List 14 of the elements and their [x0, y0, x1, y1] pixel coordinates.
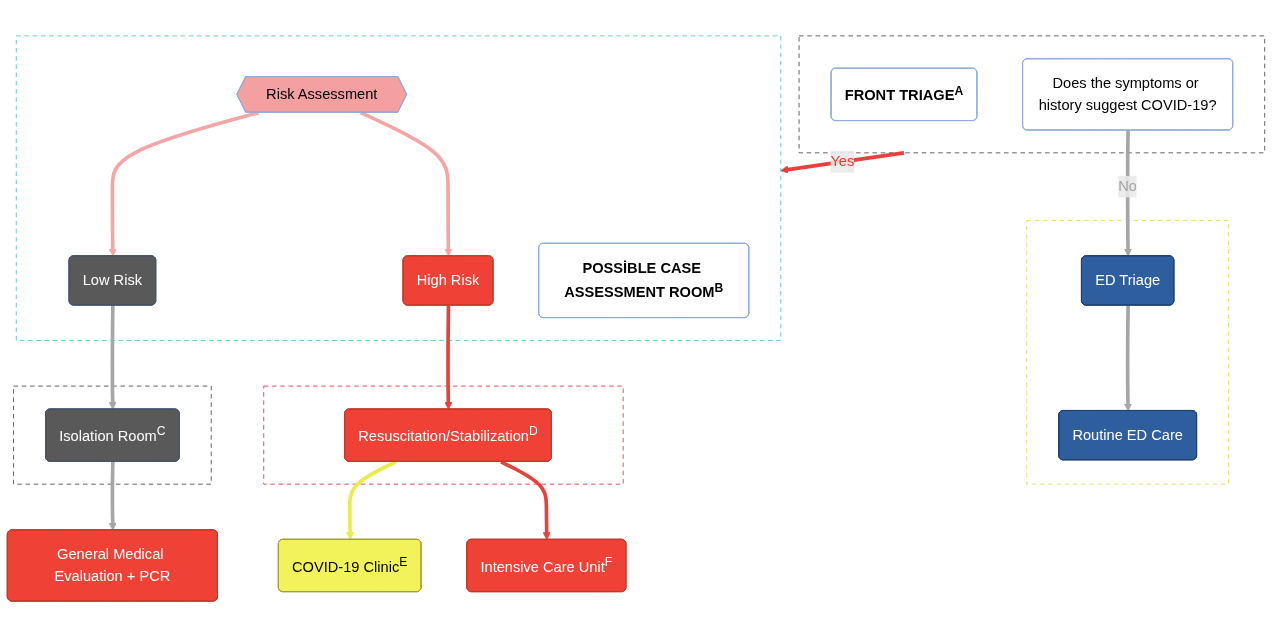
- cluster: [263, 385, 624, 485]
- arrow: [346, 460, 397, 541]
- arrow: [444, 305, 453, 410]
- arrow: [108, 305, 117, 410]
- cluster: [13, 385, 212, 485]
- cluster: [798, 35, 1266, 154]
- arrow: [1123, 305, 1132, 412]
- edge-label: Yes: [830, 153, 855, 170]
- arrow: [108, 461, 117, 531]
- cluster: [1026, 220, 1230, 485]
- arrow: [1124, 130, 1133, 257]
- cluster: [15, 35, 782, 341]
- arrow: [500, 460, 551, 541]
- edge-label: No: [1118, 178, 1137, 194]
